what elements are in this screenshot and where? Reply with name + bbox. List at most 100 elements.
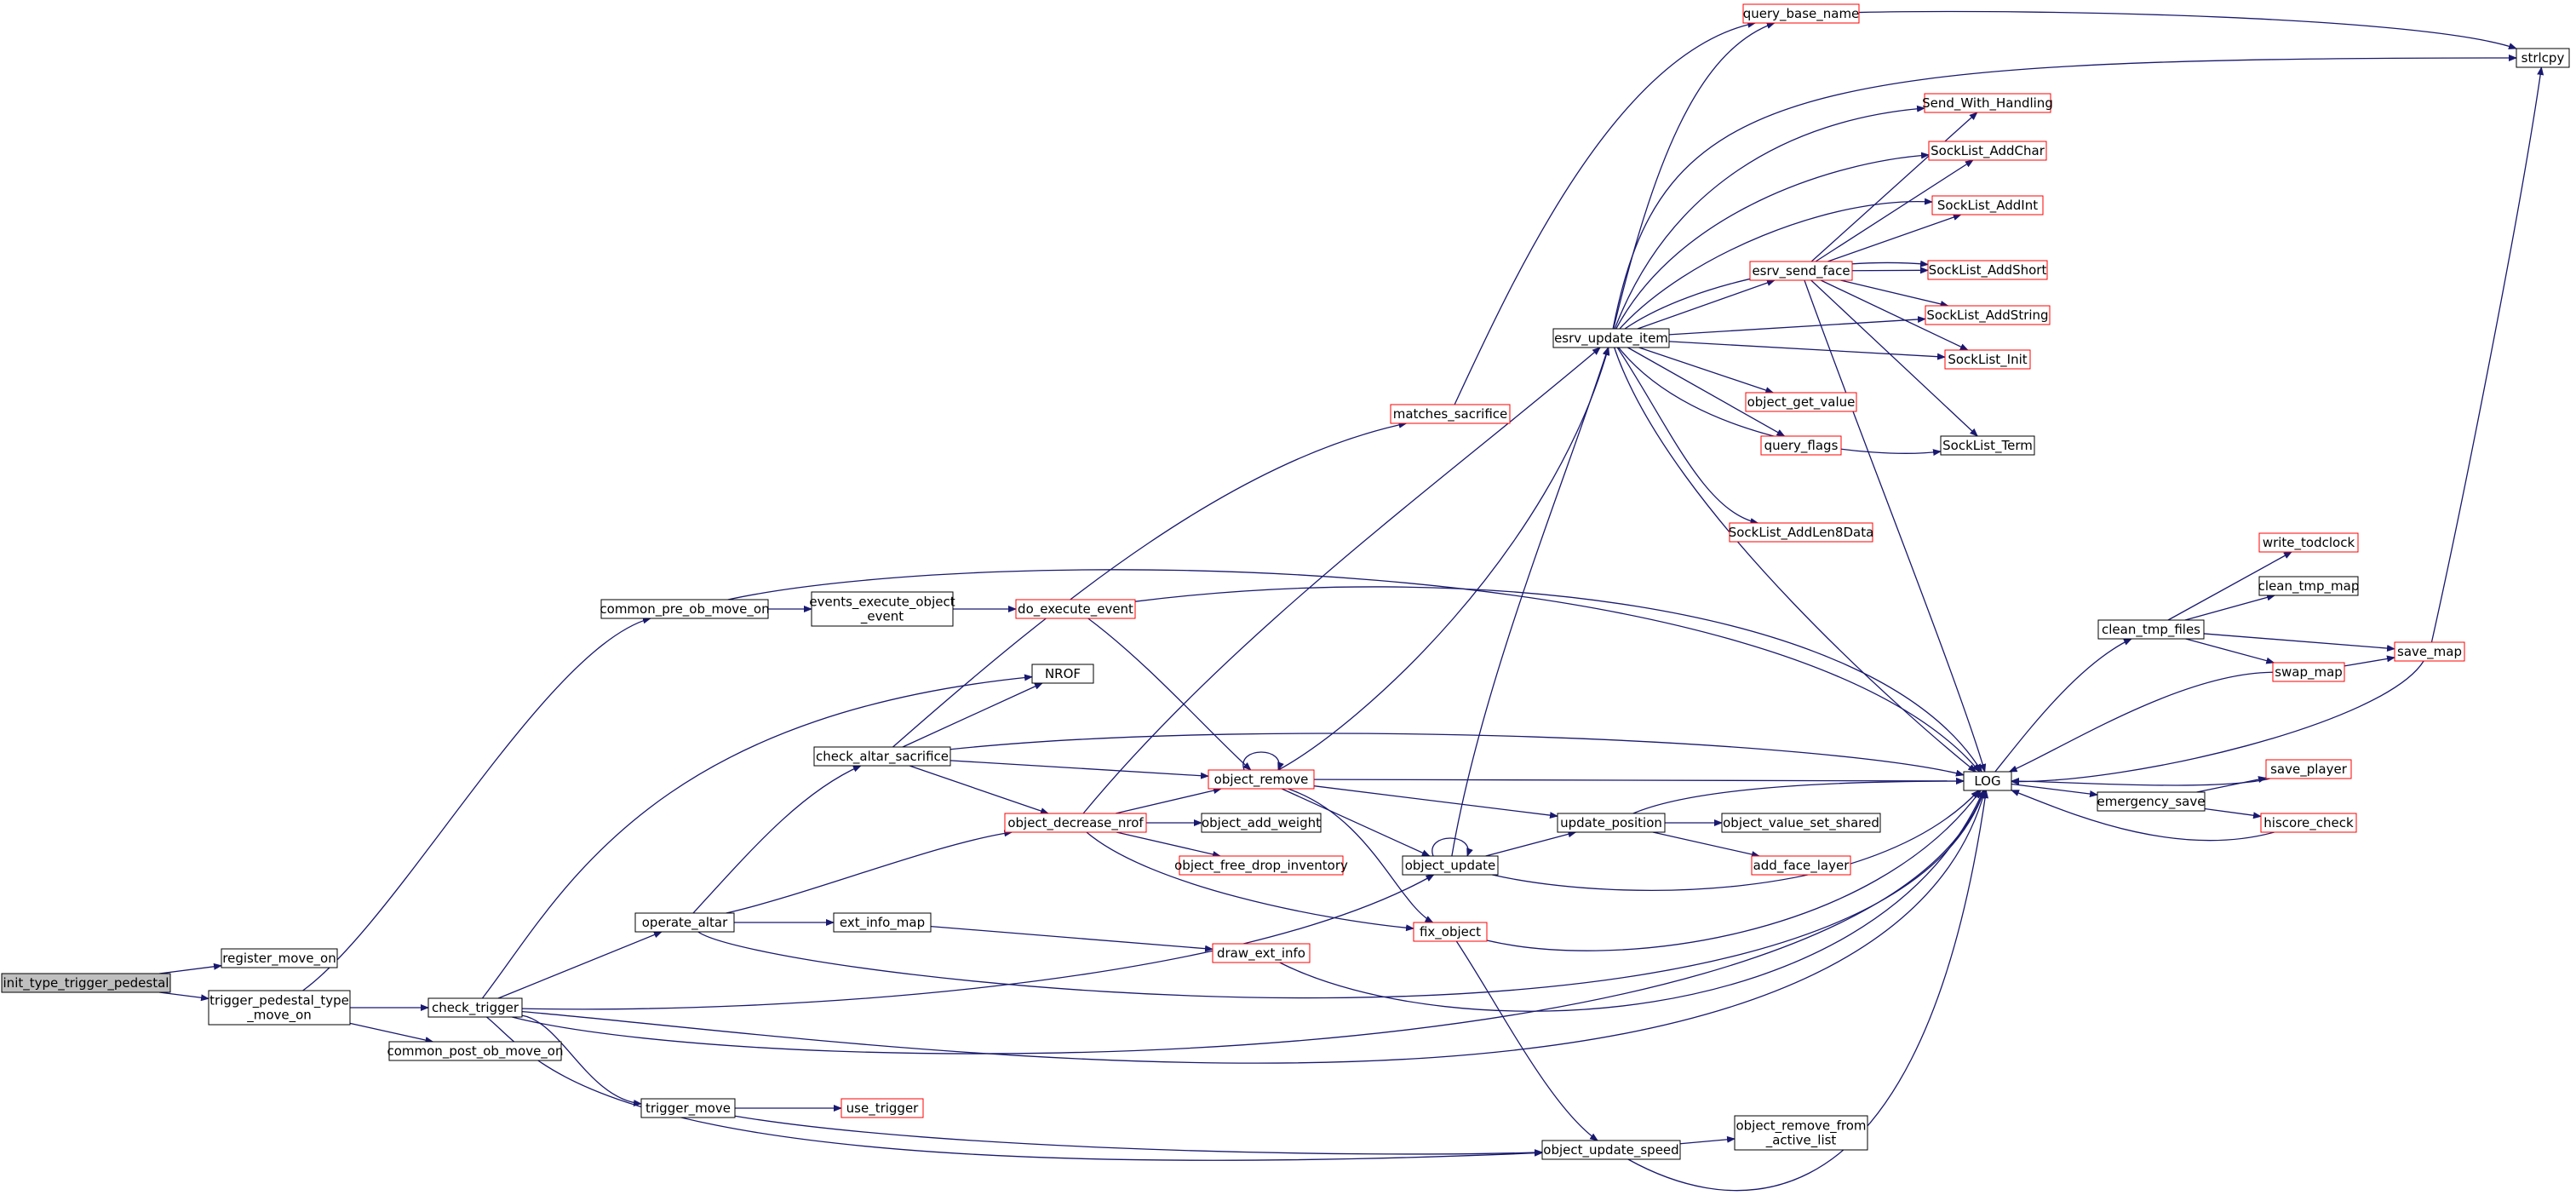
node-box xyxy=(1402,855,1499,876)
node-emergency_save[interactable]: emergency_save xyxy=(2097,791,2206,812)
edge-check_altar_sacrifice-to-NROF xyxy=(902,682,1043,748)
node-object_update_speed[interactable]: object_update_speed xyxy=(1541,1140,1681,1160)
edge-esrv_update_item-to-strlcpy xyxy=(1612,55,2517,330)
node-operate_altar[interactable]: operate_altar xyxy=(634,912,735,933)
edge-esrv_update_item-to-LOG xyxy=(1614,347,1976,773)
edge-object_decrease_nrof-to-esrv_update_item xyxy=(1082,347,1601,814)
edge-esrv_send_face-to-LOG xyxy=(1804,279,1987,773)
node-check_trigger[interactable]: check_trigger xyxy=(427,997,523,1018)
node-add_face_layer[interactable]: add_face_layer xyxy=(1751,855,1851,876)
node-use_trigger[interactable]: use_trigger xyxy=(840,1098,924,1118)
node-box xyxy=(1928,141,2047,161)
node-clean_tmp_map[interactable]: clean_tmp_map xyxy=(2258,576,2360,596)
node-common_pre_ob_move_on[interactable]: common_pre_ob_move_on xyxy=(600,599,770,619)
node-object_decrease_nrof[interactable]: object_decrease_nrof xyxy=(1004,813,1147,833)
node-label: object_add_weight xyxy=(1202,815,1321,831)
node-object_remove[interactable]: object_remove xyxy=(1208,769,1315,790)
node-hiscore_check[interactable]: hiscore_check xyxy=(2260,813,2357,833)
node-fix_object[interactable]: fix_object xyxy=(1413,922,1488,942)
node-box xyxy=(1963,771,2012,791)
node-esrv_send_face[interactable]: esrv_send_face xyxy=(1749,261,1853,281)
node-label: object_remove_from xyxy=(1736,1118,1866,1135)
node-label: query_base_name xyxy=(1743,6,1860,22)
edge-update_position-to-LOG xyxy=(1632,778,1965,814)
node-trigger_move[interactable]: trigger_move xyxy=(640,1098,736,1118)
node-trigger_pedestal_type_move_on[interactable]: trigger_pedestal_type_move_on xyxy=(208,990,351,1026)
node-label: hiscore_check xyxy=(2263,815,2354,831)
node-ext_info_map[interactable]: ext_info_map xyxy=(833,912,932,933)
node-SockList_Init[interactable]: SockList_Init xyxy=(1944,349,2031,370)
node-query_base_name[interactable]: query_base_name xyxy=(1742,3,1860,24)
edge-esrv_send_face-to-SockList_Term xyxy=(1810,279,1978,437)
node-SockList_AddLen8Data[interactable]: SockList_AddLen8Data xyxy=(1729,522,1874,543)
node-object_update[interactable]: object_update xyxy=(1402,855,1499,876)
node-query_flags[interactable]: query_flags xyxy=(1760,435,1842,456)
node-check_altar_sacrifice[interactable]: check_altar_sacrifice xyxy=(813,746,951,767)
node-write_todclock[interactable]: write_todclock xyxy=(2258,532,2359,553)
edge-emergency_save-to-save_player xyxy=(2196,776,2267,793)
node-box xyxy=(1208,769,1315,790)
edge-ext_info_map-to-draw_ext_info xyxy=(930,925,1213,952)
edge-check_trigger-to-object_update xyxy=(521,874,1435,1010)
edge-init_type_trigger_pedestal-to-register_move_on xyxy=(159,963,222,974)
node-label: _move_on xyxy=(246,1008,312,1024)
node-swap_map[interactable]: swap_map xyxy=(2272,662,2345,682)
edge-check_trigger-to-NROF xyxy=(481,674,1033,999)
node-box xyxy=(2258,576,2359,596)
edge-check_trigger-to-trigger_move xyxy=(521,1014,642,1107)
node-Send_With_Handling[interactable]: Send_With_Handling xyxy=(1922,93,2053,113)
edge-esrv_send_face-to-SockList_Init xyxy=(1820,279,1969,351)
node-object_remove_from_active_list[interactable]: object_remove_from_active_list xyxy=(1734,1115,1868,1151)
node-box xyxy=(1729,522,1873,543)
node-clean_tmp_files[interactable]: clean_tmp_files xyxy=(2097,619,2205,640)
node-box xyxy=(1742,3,1860,24)
node-box xyxy=(1721,813,1881,833)
edge-operate_altar-to-LOG xyxy=(697,790,1985,999)
edge-init_type_trigger_pedestal-to-trigger_pedestal_type_move_on xyxy=(159,991,209,1002)
node-events_execute_object_event[interactable]: events_execute_object_event xyxy=(809,591,955,627)
call-edges xyxy=(159,10,2544,1192)
edge-swap_map-to-LOG xyxy=(2008,671,2274,773)
node-save_map[interactable]: save_map xyxy=(2394,641,2465,662)
node-save_player[interactable]: save_player xyxy=(2265,759,2352,779)
node-common_post_ob_move_on[interactable]: common_post_ob_move_on xyxy=(387,1041,564,1061)
node-SockList_Term[interactable]: SockList_Term xyxy=(1940,435,2035,456)
node-object_get_value[interactable]: object_get_value xyxy=(1745,392,1857,412)
edge-esrv_update_item-to-Send_With_Handling xyxy=(1614,105,1925,330)
edge-clean_tmp_files-to-swap_map xyxy=(2185,638,2275,664)
edge-LOG-to-clean_tmp_files xyxy=(1994,638,2132,773)
node-SockList_AddString[interactable]: SockList_AddString xyxy=(1925,305,2051,325)
node-label: object_value_set_shared xyxy=(1723,815,1879,831)
node-SockList_AddChar[interactable]: SockList_AddChar xyxy=(1928,141,2047,161)
node-object_value_set_shared[interactable]: object_value_set_shared xyxy=(1721,813,1881,833)
node-object_add_weight[interactable]: object_add_weight xyxy=(1201,813,1322,833)
node-update_position[interactable]: update_position xyxy=(1557,813,1666,833)
node-NROF[interactable]: NROF xyxy=(1031,664,1094,684)
node-SockList_AddInt[interactable]: SockList_AddInt xyxy=(1931,195,2044,215)
node-label: add_face_layer xyxy=(1753,858,1850,874)
edge-esrv_update_item-to-SockList_AddInt xyxy=(1619,198,1933,330)
edge-check_trigger-to-LOG xyxy=(521,790,1987,1064)
node-LOG[interactable]: LOG xyxy=(1963,771,2012,791)
node-box xyxy=(1179,855,1344,876)
edge-save_map-to-strlcpy xyxy=(2430,66,2544,643)
node-box xyxy=(1927,260,2048,280)
node-box xyxy=(1541,1140,1681,1160)
edge-esrv_update_item-to-object_get_value xyxy=(1638,347,1775,394)
node-do_execute_event[interactable]: do_execute_event xyxy=(1015,599,1136,619)
node-register_move_on[interactable]: register_move_on xyxy=(221,948,338,968)
node-box xyxy=(833,912,932,933)
node-SockList_AddShort[interactable]: SockList_AddShort xyxy=(1927,260,2048,280)
node-object_free_drop_inventory[interactable]: object_free_drop_inventory xyxy=(1174,855,1348,876)
node-strlcpy[interactable]: strlcpy xyxy=(2516,48,2570,68)
node-init_type_trigger_pedestal[interactable]: init_type_trigger_pedestal xyxy=(1,973,171,993)
node-box xyxy=(1745,392,1857,412)
node-matches_sacrifice[interactable]: matches_sacrifice xyxy=(1390,404,1511,424)
node-label: esrv_send_face xyxy=(1752,263,1850,279)
node-box xyxy=(1924,93,2051,113)
node-esrv_update_item[interactable]: esrv_update_item xyxy=(1552,328,1670,348)
node-box xyxy=(1413,922,1488,942)
node-draw_ext_info[interactable]: draw_ext_info xyxy=(1212,943,1311,963)
node-label: save_map xyxy=(2397,644,2462,660)
edge-esrv_send_face-to-SockList_AddInt xyxy=(1827,214,1962,262)
